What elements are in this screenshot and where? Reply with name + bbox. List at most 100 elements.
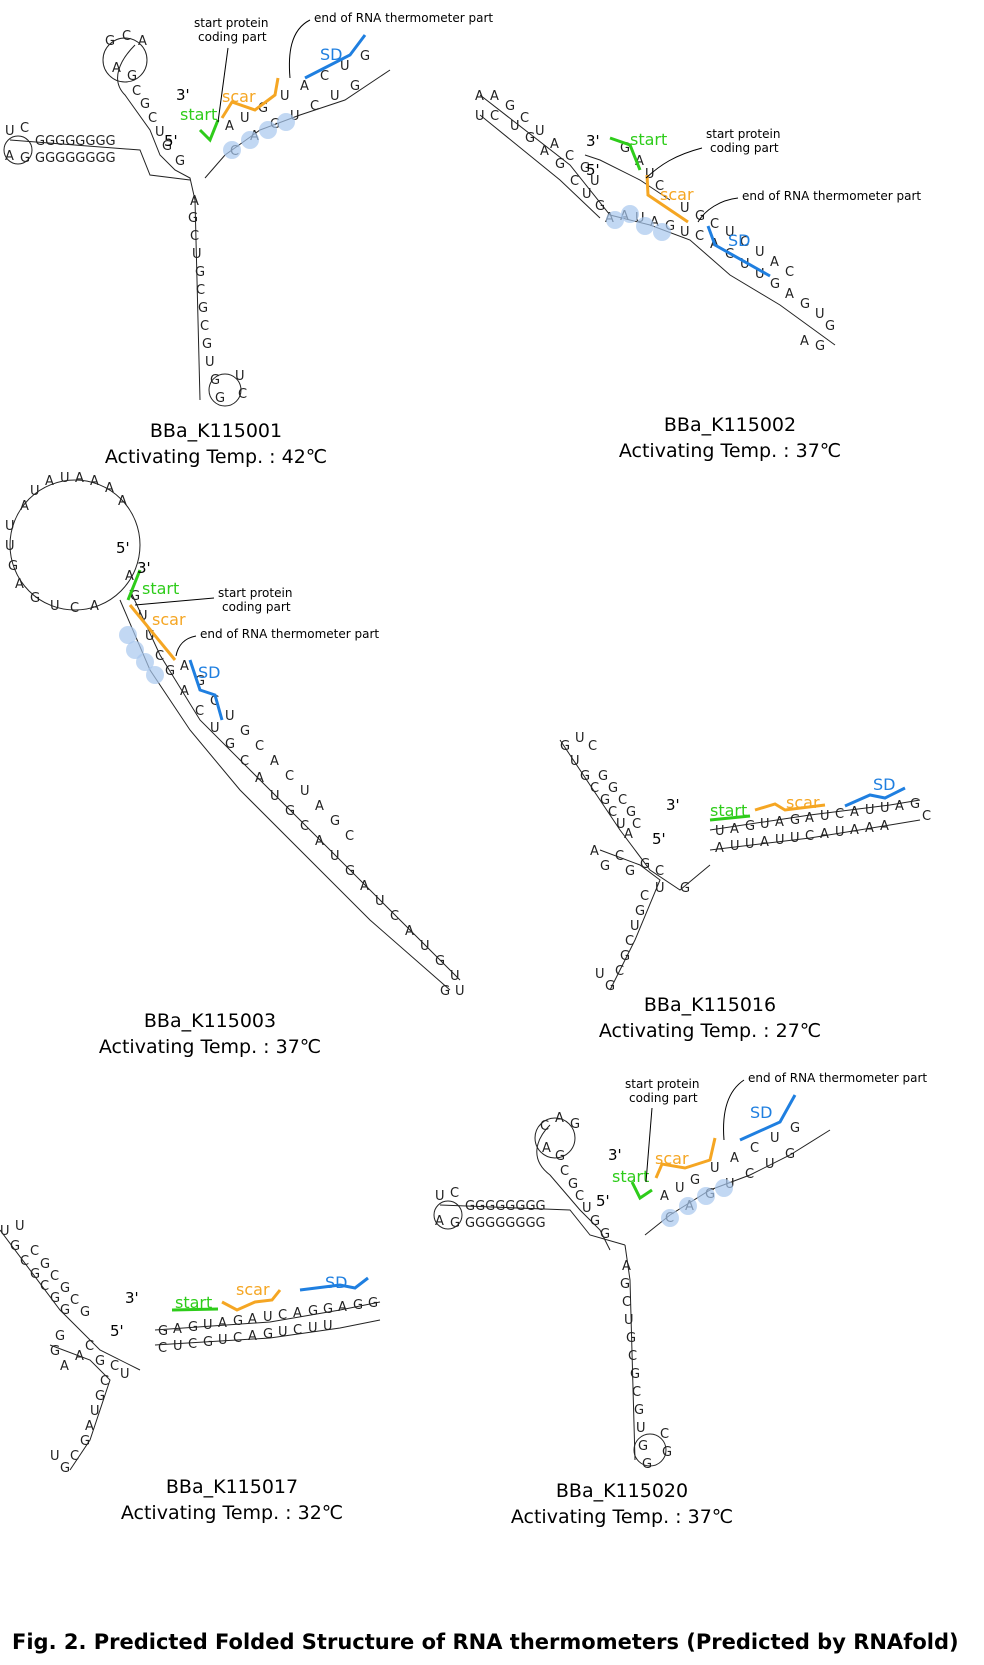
svg-text:G: G — [910, 797, 920, 812]
svg-text:A: A — [650, 215, 659, 230]
svg-text:G: G — [642, 1457, 652, 1472]
activating-temp: Activating Temp. : 37℃ — [98, 1036, 322, 1058]
svg-text:U: U — [0, 1224, 10, 1239]
activating-temp: Activating Temp. : 37℃ — [618, 440, 842, 462]
svg-text:A: A — [248, 1312, 257, 1327]
svg-text:G: G — [162, 139, 172, 154]
svg-text:U: U — [730, 839, 740, 854]
svg-text:U: U — [60, 471, 70, 486]
arrow-start-protein — [645, 1107, 653, 1183]
svg-text:C: C — [50, 1269, 59, 1284]
svg-text:GGGGGGGG: GGGGGGGG — [465, 1199, 546, 1214]
svg-text:A: A — [880, 819, 889, 834]
svg-text:U: U — [138, 609, 148, 624]
svg-text:G: G — [680, 881, 690, 896]
three-prime-label: 3' — [176, 86, 190, 104]
svg-text:GGGGGGGG: GGGGGGGG — [35, 151, 116, 166]
svg-text:U: U — [655, 881, 665, 896]
svg-text:U: U — [155, 125, 165, 140]
svg-text:G: G — [30, 591, 40, 606]
svg-text:G: G — [165, 664, 175, 679]
svg-text:C: C — [240, 754, 249, 769]
panel-caption: BBa_K115002 Activating Temp. : 37℃ — [550, 412, 910, 464]
svg-text:C: C — [390, 909, 399, 924]
svg-text:A: A — [85, 1419, 94, 1434]
svg-text:A: A — [895, 799, 904, 814]
svg-text:U: U — [240, 111, 250, 126]
svg-text:U: U — [745, 837, 755, 852]
svg-text:G: G — [80, 1434, 90, 1449]
svg-text:U: U — [330, 849, 340, 864]
svg-text:G: G — [198, 301, 208, 316]
highlight-region — [119, 626, 164, 684]
svg-text:G: G — [600, 859, 610, 874]
svg-text:A: A — [20, 499, 29, 514]
scar-marker — [220, 77, 280, 119]
three-prime-label: 3' — [666, 796, 680, 814]
scar-marker — [221, 1289, 282, 1312]
svg-text:U: U — [755, 245, 765, 260]
svg-text:C: C — [278, 1308, 287, 1323]
start-marker — [198, 119, 220, 143]
svg-text:C: C — [132, 84, 141, 99]
svg-text:A: A — [225, 119, 234, 134]
svg-text:C: C — [588, 739, 597, 754]
svg-text:A: A — [270, 754, 279, 769]
svg-text:U: U — [225, 709, 235, 724]
five-prime-label: 5' — [116, 539, 130, 557]
svg-text:C: C — [615, 849, 624, 864]
svg-text:C: C — [622, 1295, 631, 1310]
svg-text:G: G — [285, 804, 295, 819]
svg-text:U: U — [308, 1321, 318, 1336]
svg-text:C: C — [750, 1141, 759, 1156]
end-thermometer-annotation: end of RNA thermometer part — [200, 627, 379, 641]
three-prime-label: 3' — [125, 1289, 139, 1307]
svg-text:C: C — [195, 704, 204, 719]
three-prime-label: 3' — [586, 132, 600, 150]
sd-label: SD — [198, 663, 220, 682]
start-marker — [630, 1181, 653, 1201]
svg-text:C: C — [570, 174, 579, 189]
scar-marker — [128, 604, 177, 661]
five-prime-label: 5' — [110, 1322, 124, 1340]
svg-text:C: C — [450, 1186, 459, 1201]
end-thermometer-annotation: end of RNA thermometer part — [314, 11, 493, 25]
svg-text:U: U — [90, 1404, 100, 1419]
svg-text:G: G — [60, 1281, 70, 1296]
svg-text:G: G — [8, 559, 18, 574]
svg-text:U: U — [815, 307, 825, 322]
svg-text:C: C — [100, 1374, 109, 1389]
svg-text:C: C — [233, 1331, 242, 1346]
rna-backbone — [559, 739, 921, 991]
svg-text:U: U — [290, 109, 300, 124]
svg-text:G: G — [215, 391, 225, 406]
svg-text:G: G — [127, 69, 137, 84]
svg-text:G: G — [626, 805, 636, 820]
svg-text:A: A — [315, 799, 324, 814]
svg-text:C: C — [148, 111, 157, 126]
svg-text:U: U — [760, 817, 770, 832]
svg-text:C: C — [625, 934, 634, 949]
svg-text:G: G — [20, 151, 30, 166]
scar-label: scar — [660, 185, 694, 204]
scar-marker — [645, 174, 689, 224]
part-name: BBa_K115001 — [149, 420, 283, 442]
svg-text:G: G — [640, 857, 650, 872]
sd-marker — [188, 659, 224, 721]
svg-text:G: G — [600, 1227, 610, 1242]
svg-text:A: A — [760, 835, 769, 850]
svg-text:C: C — [30, 1244, 39, 1259]
svg-text:G: G — [233, 1314, 243, 1329]
svg-text:C: C — [20, 121, 29, 136]
svg-text:C: C — [785, 265, 794, 280]
svg-text:C: C — [188, 1337, 197, 1352]
end-thermometer-annotation: end of RNA thermometer part — [742, 189, 921, 203]
svg-text:G: G — [590, 1214, 600, 1229]
svg-text:A: A — [45, 474, 54, 489]
